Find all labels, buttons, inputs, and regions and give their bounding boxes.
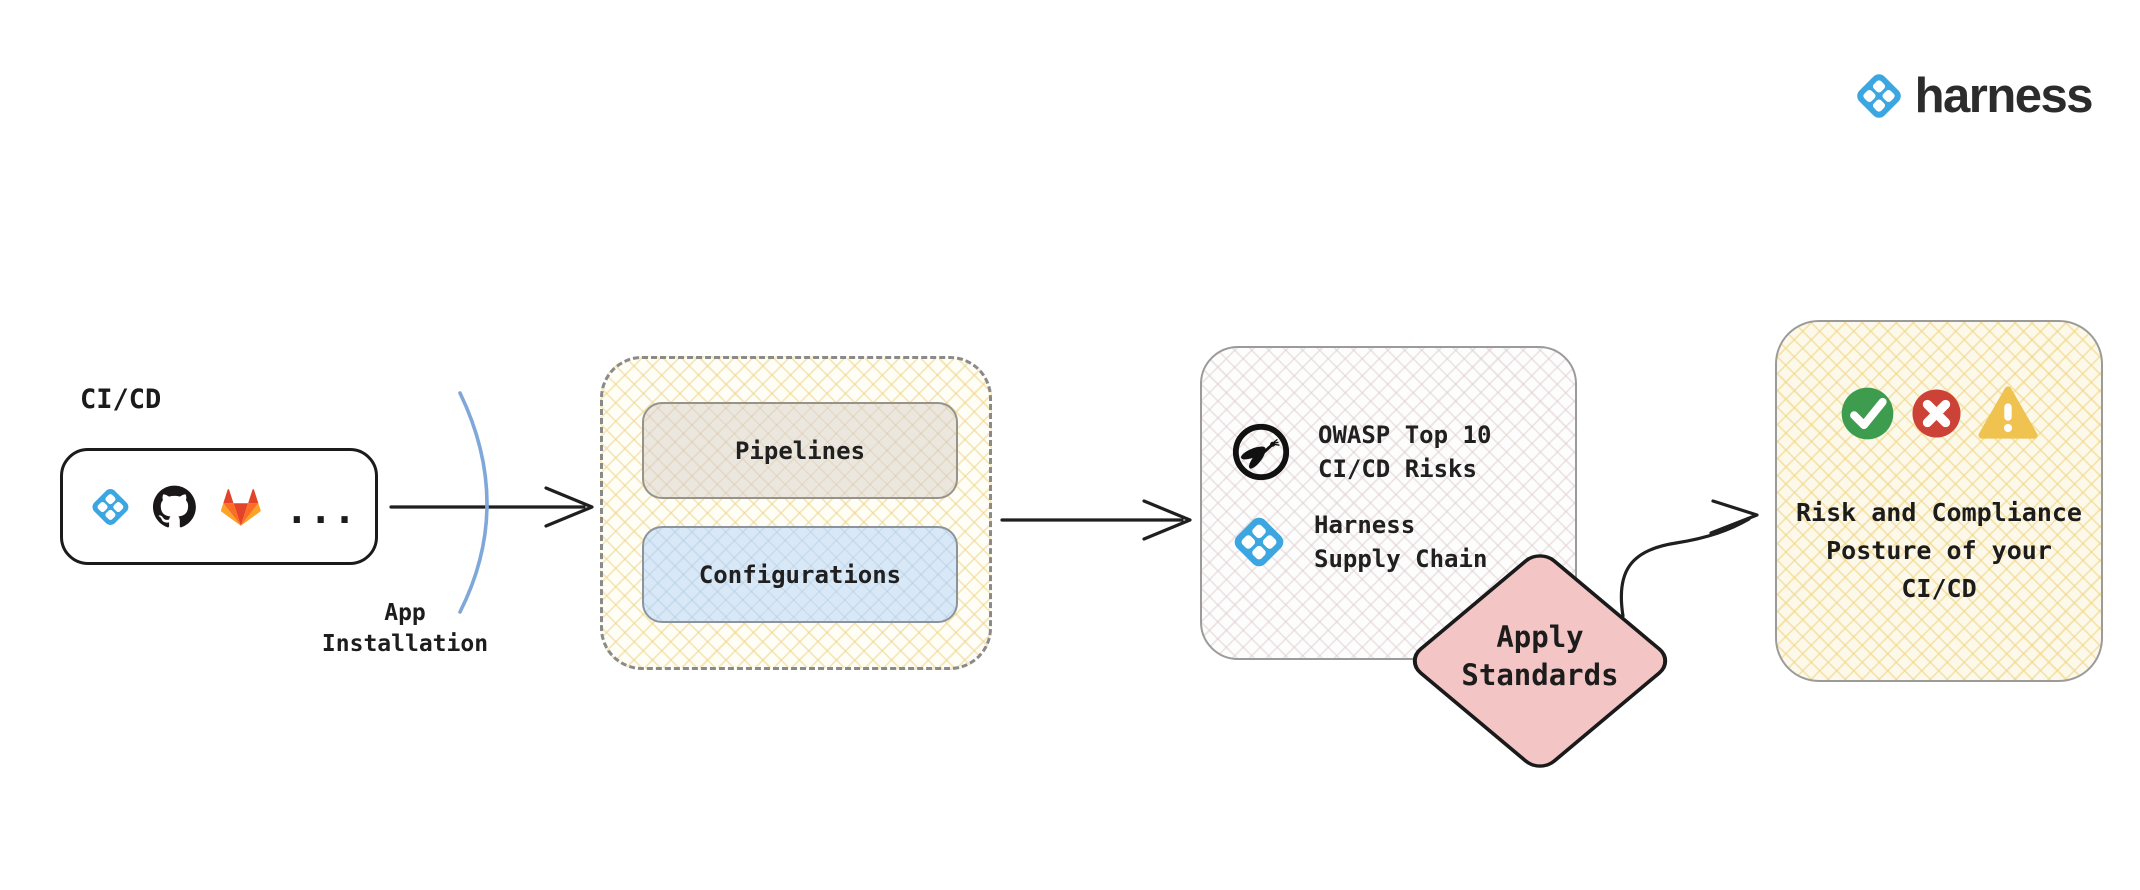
- apply-standards-label: Apply Standards: [1461, 620, 1619, 692]
- gitlab-icon: [220, 488, 261, 526]
- configurations-box: Configurations: [642, 526, 958, 623]
- arrow-diamond-to-result: [1619, 517, 1751, 618]
- standards-box: OWASP Top 10 CI/CD Risks Harness Supply …: [1200, 346, 1577, 660]
- result-box: Risk and Compliance Posture of your CI/C…: [1775, 320, 2103, 682]
- harness-logo-icon: [1856, 74, 1901, 118]
- owasp-row: OWASP Top 10 CI/CD Risks: [1230, 418, 1491, 486]
- cross-icon: [1912, 388, 1961, 438]
- harness-icon: [1234, 517, 1284, 567]
- arrowhead-1: [544, 486, 594, 528]
- arrowhead-2: [1142, 499, 1192, 541]
- harness-icon: [92, 488, 129, 525]
- check-icon: [1841, 387, 1894, 439]
- harness-supply-chain-row: Harness Supply Chain: [1230, 508, 1487, 576]
- configurations-label: Configurations: [698, 560, 902, 589]
- github-icon: [152, 485, 196, 527]
- harness-brand-wordmark: harness: [1914, 68, 2094, 123]
- app-installation-arc: [458, 391, 489, 614]
- owasp-text: OWASP Top 10 CI/CD Risks: [1318, 421, 1492, 483]
- cicd-source-label: CI/CD: [80, 384, 162, 415]
- warning-icon: [1978, 386, 2038, 439]
- arrowhead-3: [1709, 499, 1759, 535]
- cicd-source-box: ...: [60, 448, 378, 565]
- pipelines-box: Pipelines: [642, 402, 958, 499]
- pipelines-label: Pipelines: [734, 436, 866, 465]
- result-text: Risk and Compliance Posture of your CI/C…: [1796, 498, 2082, 603]
- status-icons-row: [1777, 382, 2101, 444]
- harness-brand-logo: harness: [1853, 68, 2094, 123]
- app-installation-label: App Installation: [321, 600, 489, 657]
- harness-supply-chain-text: Harness Supply Chain: [1314, 511, 1488, 573]
- more-providers-ellipsis: ...: [285, 487, 357, 532]
- owasp-icon: [1232, 423, 1290, 481]
